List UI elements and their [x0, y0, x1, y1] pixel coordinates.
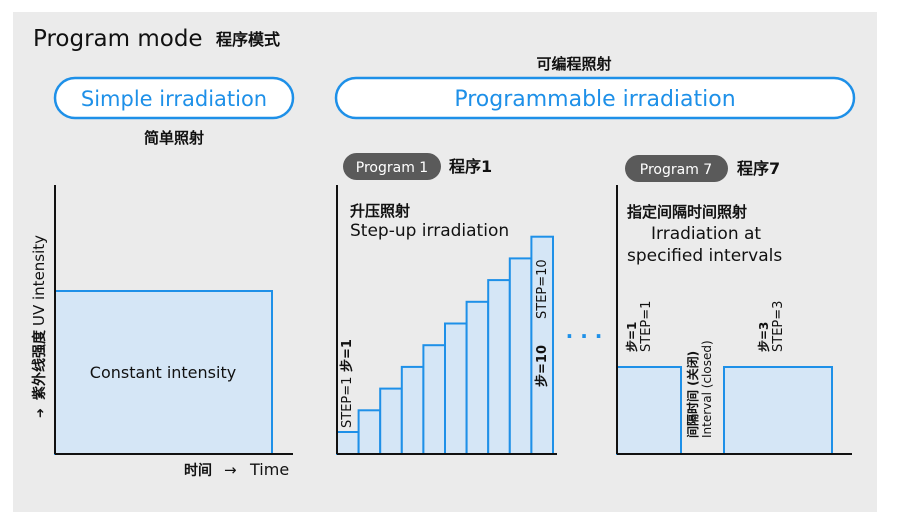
step-bar-9	[508, 257, 533, 455]
program7-badge-label: Program 7	[640, 162, 712, 178]
program1-chart: Program 1 程序1 升压照射 Step-up irradiation S…	[336, 153, 557, 456]
x-axis-label-cn: 时间	[184, 462, 212, 479]
step10-label-cn: 步=10	[534, 345, 550, 387]
step-bar-2	[357, 409, 382, 455]
step-bar-8	[487, 279, 511, 455]
constant-intensity-label: Constant intensity	[90, 363, 236, 382]
page-title: Program mode	[33, 26, 203, 52]
step10-label-en: STEP=10	[535, 259, 550, 319]
program7-interval-label: 间隔时间 (关闭) Interval (closed)	[685, 340, 714, 438]
program7-badge	[625, 155, 728, 182]
p7-interval-cn: 间隔时间 (关闭)	[685, 351, 700, 438]
step-bar-3	[379, 387, 403, 456]
step-bar-5	[422, 344, 446, 456]
simple-irradiation-pill	[53, 76, 295, 120]
program1-title-cn: 升压照射	[350, 202, 410, 220]
p7-step3-cn: 步=3	[756, 322, 771, 352]
step-bar-4	[400, 365, 425, 455]
program1-badge-cn: 程序1	[449, 157, 492, 176]
step1-label-cn: 步=1	[339, 339, 355, 372]
simple-y-axis-label: ➜ 紫外线强度 UV intensity	[30, 235, 48, 418]
x-axis-arrow-icon: →	[224, 461, 237, 479]
program1-title-en: Step-up irradiation	[350, 221, 509, 241]
program7-title-en-line2: specified intervals	[627, 246, 782, 266]
program1-step10-label: 步=10 STEP=10	[534, 259, 550, 387]
step-up-bars	[336, 235, 555, 456]
y-axis-label-en: UV intensity	[30, 235, 48, 326]
p7-step1-cn: 步=1	[624, 322, 639, 352]
constant-intensity-bar	[54, 290, 273, 455]
program7-badge-cn: 程序7	[737, 159, 780, 178]
y-axis-arrow-icon: ➜	[33, 408, 47, 418]
step-bar-6	[444, 322, 468, 455]
p7-step1-en: STEP=1	[639, 301, 654, 352]
p7-interval-en: Interval (closed)	[700, 340, 714, 438]
step1-label-en: STEP=1	[340, 377, 355, 428]
programmable-caption-cn: 可编程照射	[536, 55, 611, 73]
program7-step3-bar	[723, 366, 833, 455]
p7-step3-en: STEP=3	[771, 301, 786, 352]
y-axis-label-cn: 紫外线强度	[31, 329, 48, 400]
x-axis-label-en: Time	[249, 460, 289, 479]
program7-step3-label: 步=3 STEP=3	[756, 301, 786, 352]
simple-caption-cn: 简单照射	[144, 129, 204, 147]
simple-pill-label: Simple irradiation	[81, 87, 267, 111]
step-bar-1	[336, 431, 360, 455]
programmable-irradiation-pill	[334, 76, 856, 120]
step-bar-7	[465, 300, 490, 455]
program1-badge	[343, 153, 441, 180]
program7-step1-label: 步=1 STEP=1	[624, 301, 654, 352]
program7-title-cn: 指定间隔时间照射	[627, 203, 747, 221]
program7-chart: Program 7 程序7 指定间隔时间照射 Irradiation at sp…	[616, 155, 852, 455]
program1-step1-label: STEP=1 步=1	[339, 339, 355, 428]
page-title-cn: 程序模式	[216, 30, 280, 49]
program7-title-en-line1: Irradiation at	[651, 224, 761, 244]
program7-step1-bar	[616, 366, 682, 455]
simple-chart: Constant intensity ➜ 紫外线强度 UV intensity …	[30, 185, 293, 479]
program1-badge-label: Program 1	[356, 160, 428, 176]
programmable-pill-label: Programmable irradiation	[454, 87, 735, 112]
more-programs-ellipsis: · · ·	[566, 324, 603, 348]
